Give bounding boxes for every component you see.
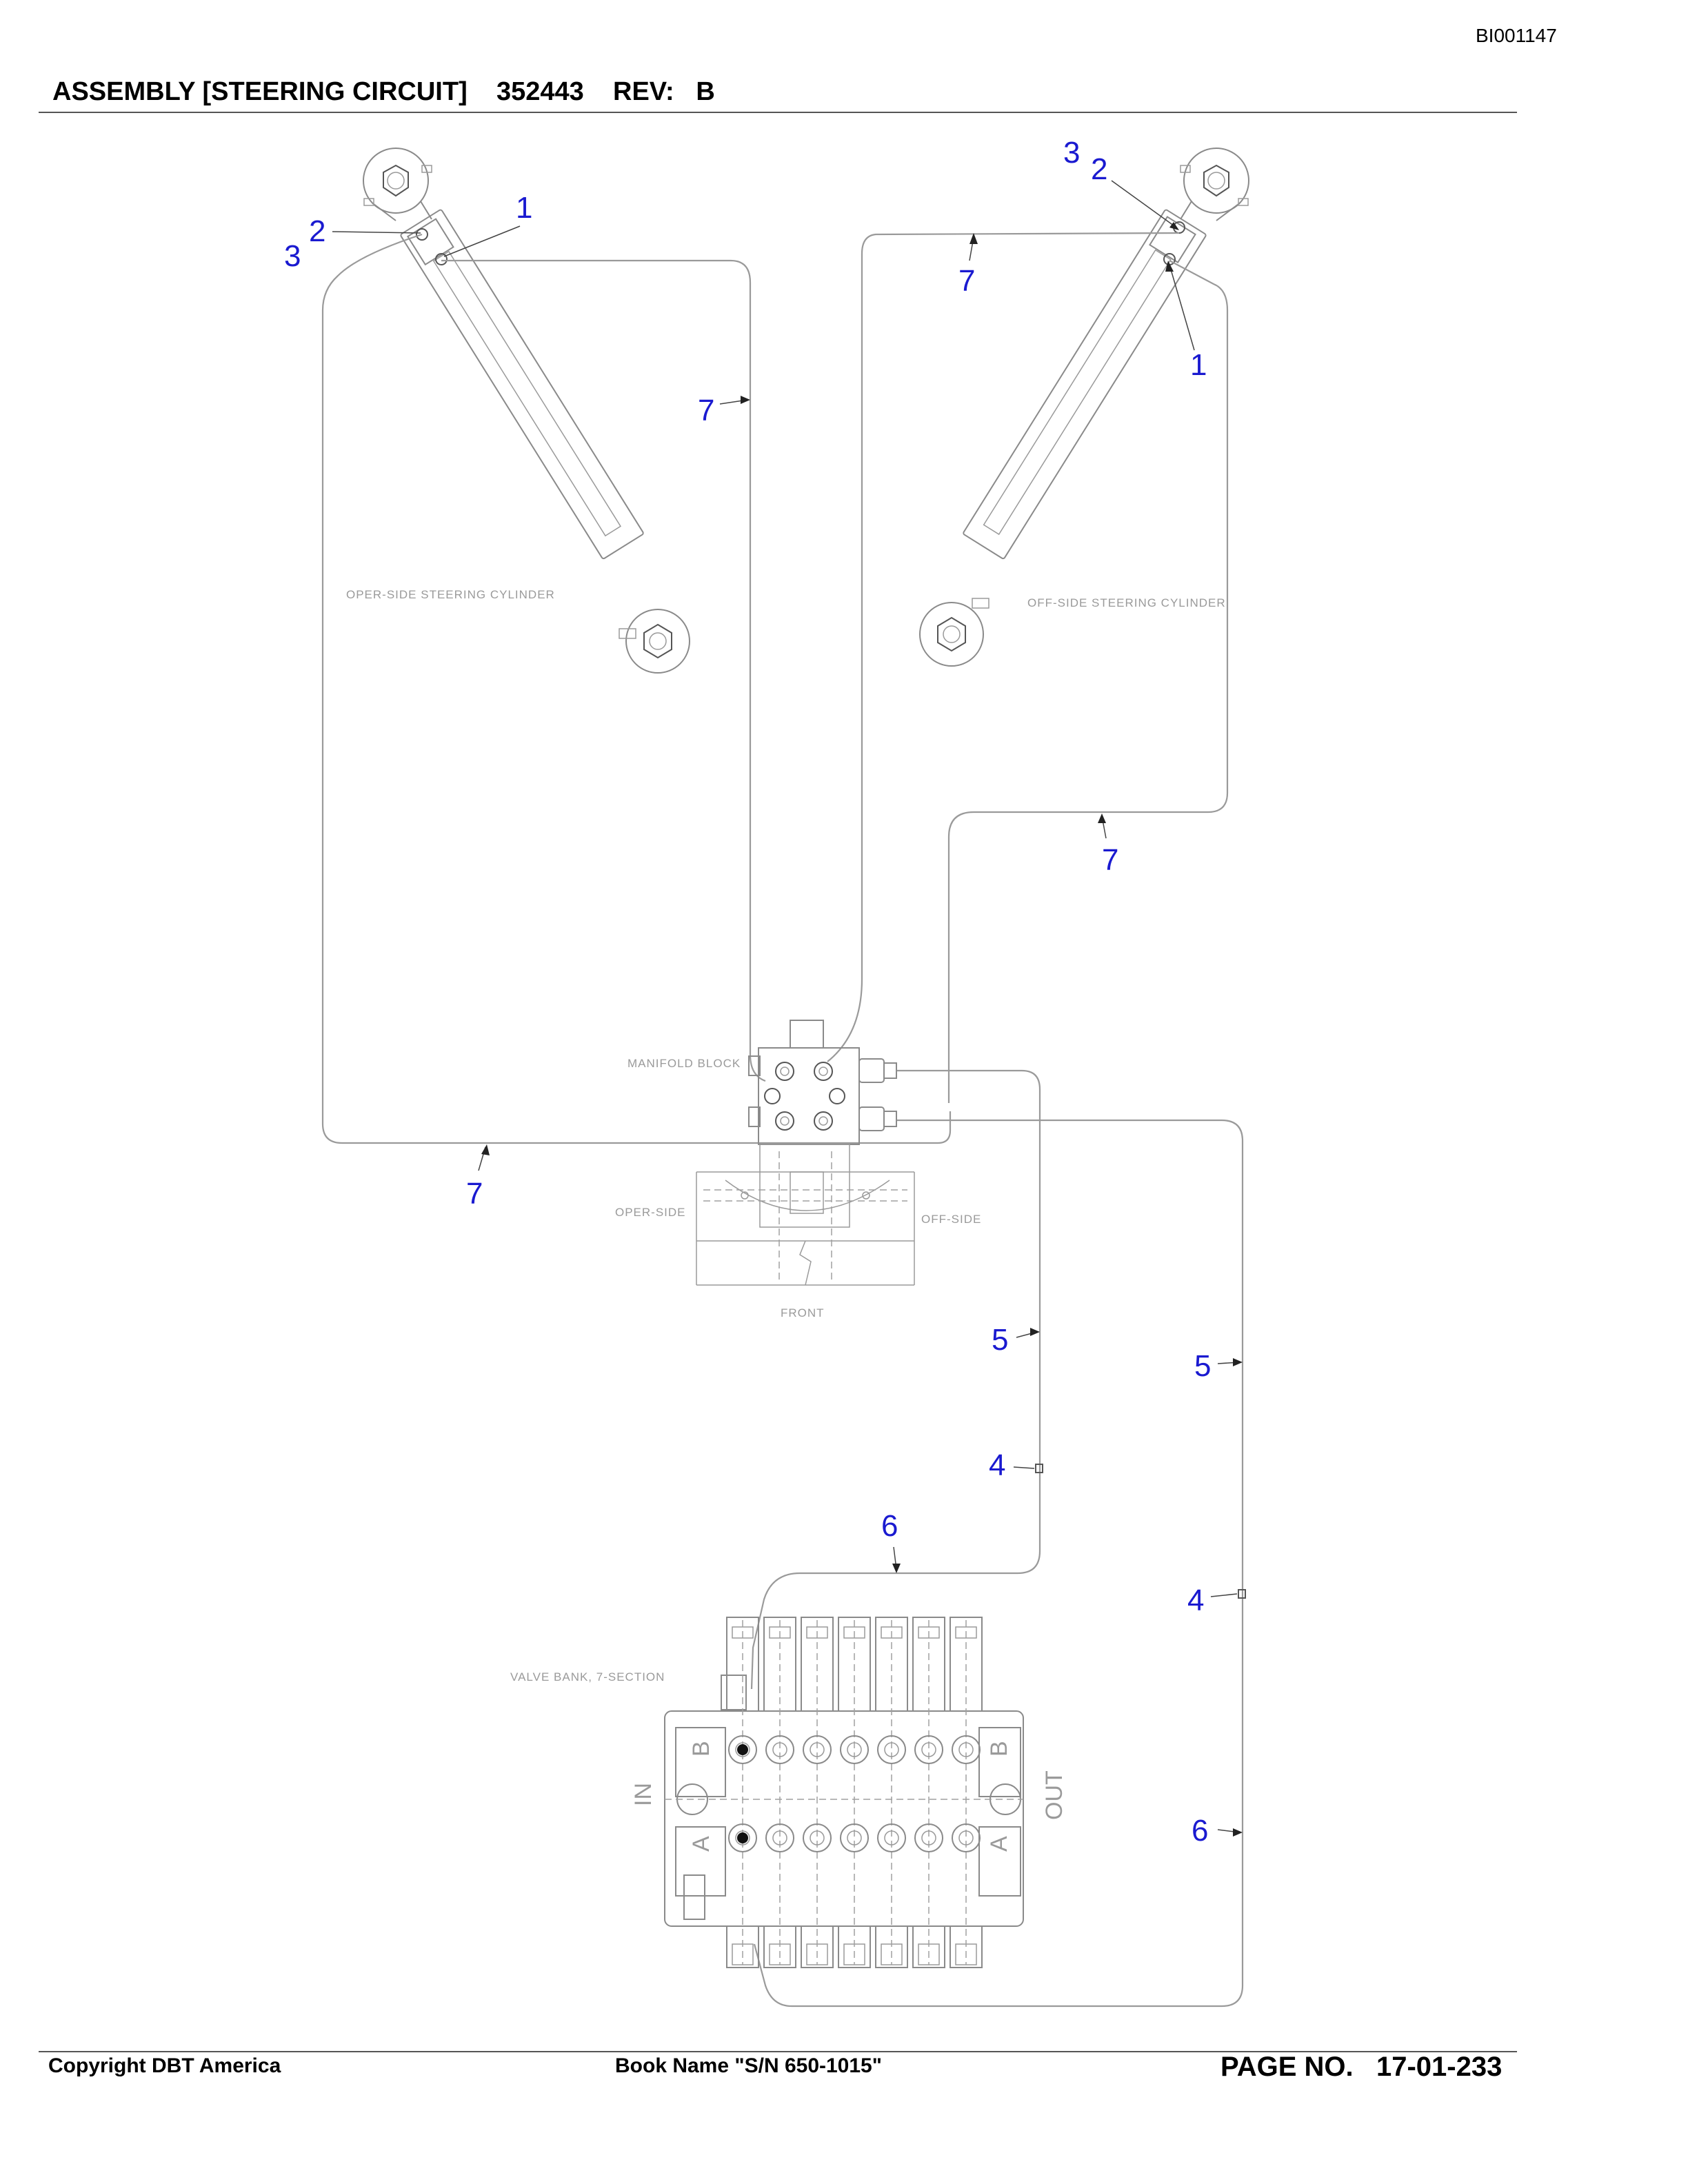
label-port-in: IN <box>630 1783 656 1806</box>
valve-section <box>912 1617 945 1968</box>
callout-4-left: 4 <box>989 1448 1005 1482</box>
callout-5-left: 5 <box>992 1323 1008 1357</box>
valve-section <box>763 1617 796 1968</box>
label-front: FRONT <box>781 1306 825 1320</box>
label-port-out: OUT <box>1041 1770 1067 1820</box>
hose-manifold-return <box>753 1119 1244 2008</box>
rev-label: REV: <box>613 77 674 106</box>
hose-off-rod-side <box>827 232 1180 1062</box>
label-port-b-left: B <box>688 1741 714 1757</box>
callout-4-right: 4 <box>1187 1584 1204 1617</box>
hose-oper-rod-side <box>441 259 766 1082</box>
callout-3-left: 3 <box>284 239 301 273</box>
page-number: PAGE NO. 17-01-233 <box>1220 2052 1502 2083</box>
hose-off-base-side <box>947 260 1229 1103</box>
label-manifold: MANIFOLD BLOCK <box>627 1057 741 1070</box>
label-oper-side: OPER-SIDE <box>615 1206 686 1219</box>
valve-bank-7-section <box>664 1675 1024 1927</box>
off-side-steering-cylinder <box>919 148 1249 667</box>
hose-manifold-pressure <box>750 1069 1041 1690</box>
page-header: ASSEMBLY [STEERING CIRCUIT] 352443 REV: … <box>52 77 715 107</box>
callouts: 1 2 3 3 2 1 7 7 7 7 5 5 4 <box>284 136 1246 1848</box>
oper-cylinder-ports <box>416 228 448 265</box>
rev-value: B <box>696 77 715 106</box>
label-off-cylinder: OFF-SIDE STEERING CYLINDER <box>1027 596 1226 609</box>
label-valve-bank: VALVE BANK, 7-SECTION <box>510 1670 665 1684</box>
callout-7-top-right: 7 <box>958 264 975 298</box>
oper-cylinder-bottom-eye <box>619 609 690 674</box>
page-value: 17-01-233 <box>1376 2052 1503 2082</box>
hose-oper-base-side <box>321 233 952 1144</box>
label-port-b-right: B <box>986 1741 1012 1757</box>
footer-rule <box>39 2051 1517 2052</box>
off-cylinder-top-clevis <box>1180 148 1249 221</box>
callout-7-mid-left: 7 <box>698 394 714 427</box>
oper-cylinder-top-clevis <box>363 148 432 221</box>
label-oper-cylinder: OPER-SIDE STEERING CYLINDER <box>346 588 555 601</box>
callout-7-bottom-left: 7 <box>466 1177 483 1211</box>
page-label: PAGE NO. <box>1220 2052 1354 2082</box>
manifold-block <box>748 1020 897 1145</box>
callout-1-left: 1 <box>516 191 532 225</box>
label-port-a-left: A <box>688 1836 714 1852</box>
callout-6-right: 6 <box>1192 1814 1208 1848</box>
callout-3-right: 3 <box>1063 136 1080 170</box>
label-port-a-right: A <box>986 1836 1012 1852</box>
callout-2-left: 2 <box>309 214 325 248</box>
document-id: BI001147 <box>1476 25 1557 46</box>
valve-section <box>726 1617 759 1968</box>
copyright-text: Copyright DBT America <box>48 2054 281 2077</box>
valve-section <box>950 1617 983 1968</box>
part-number: 352443 <box>496 77 584 106</box>
header-rule <box>39 112 1517 113</box>
callout-2-right: 2 <box>1091 152 1107 186</box>
callout-1-right: 1 <box>1190 348 1207 382</box>
valve-section <box>838 1617 871 1968</box>
oper-side-steering-cylinder <box>363 148 690 674</box>
label-off-side: OFF-SIDE <box>921 1213 981 1226</box>
book-name: Book Name "S/N 650-1015" <box>615 2054 882 2077</box>
callout-5-right: 5 <box>1194 1349 1211 1383</box>
assembly-title: ASSEMBLY [STEERING CIRCUIT] <box>52 77 468 106</box>
callout-6-left: 6 <box>881 1509 898 1543</box>
off-cylinder-bottom-eye <box>919 598 989 667</box>
chassis-frame-section <box>696 1144 915 1286</box>
valve-section <box>875 1617 908 1968</box>
callout-7-mid-right: 7 <box>1102 843 1118 877</box>
valve-section <box>801 1617 834 1968</box>
